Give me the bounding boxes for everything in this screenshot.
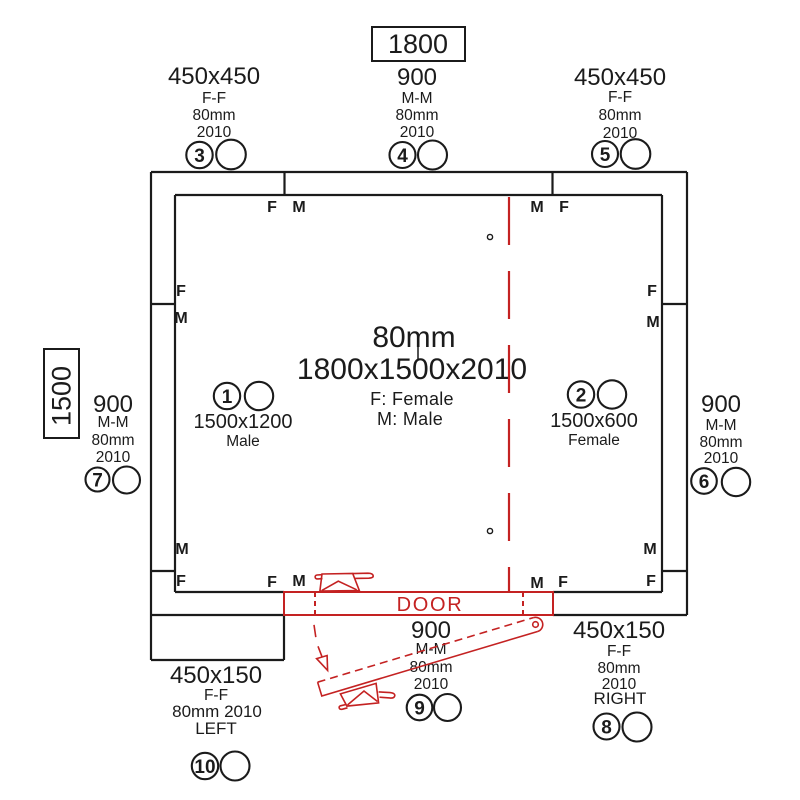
svg-text:M: M	[292, 199, 305, 216]
svg-text:RIGHT: RIGHT	[594, 689, 647, 708]
svg-text:LEFT: LEFT	[195, 719, 237, 738]
svg-text:M: M	[646, 314, 659, 331]
svg-text:2010: 2010	[197, 124, 232, 141]
svg-text:80mm: 80mm	[597, 660, 640, 677]
svg-text:3: 3	[194, 146, 205, 167]
svg-text:6: 6	[699, 472, 710, 493]
svg-text:F: F	[267, 574, 277, 591]
svg-text:2010: 2010	[603, 125, 638, 142]
svg-text:450x150: 450x150	[573, 617, 665, 644]
svg-text:80mm: 80mm	[372, 321, 455, 354]
svg-text:Female: Female	[568, 432, 620, 449]
svg-text:450x150: 450x150	[170, 662, 262, 689]
svg-text:M-M: M-M	[416, 641, 447, 658]
svg-text:F-F: F-F	[607, 643, 631, 660]
svg-text:Male: Male	[226, 433, 260, 450]
svg-text:900: 900	[93, 391, 133, 418]
svg-text:F-F: F-F	[202, 90, 226, 107]
svg-text:1500: 1500	[47, 366, 77, 426]
svg-text:F: F	[267, 199, 277, 216]
svg-text:80mm: 80mm	[91, 432, 134, 449]
svg-text:80mm 2010: 80mm 2010	[172, 702, 262, 721]
svg-text:8: 8	[601, 717, 612, 738]
svg-text:80mm: 80mm	[598, 107, 641, 124]
svg-text:F: F	[176, 573, 186, 590]
svg-text:7: 7	[92, 470, 103, 491]
svg-text:M: Male: M: Male	[377, 409, 443, 429]
svg-text:M: M	[174, 310, 187, 327]
svg-text:2010: 2010	[96, 449, 131, 466]
svg-text:M-M: M-M	[402, 90, 433, 107]
svg-text:M: M	[530, 199, 543, 216]
svg-text:1800: 1800	[388, 29, 448, 59]
svg-text:2010: 2010	[414, 676, 449, 693]
svg-text:DOOR: DOOR	[397, 594, 464, 616]
svg-text:M-M: M-M	[98, 414, 129, 431]
svg-text:M-M: M-M	[706, 417, 737, 434]
svg-text:M: M	[643, 541, 656, 558]
svg-text:10: 10	[194, 757, 215, 778]
svg-text:M: M	[292, 573, 305, 590]
svg-text:2010: 2010	[602, 676, 637, 693]
svg-text:9: 9	[414, 698, 425, 719]
svg-text:450x450: 450x450	[168, 63, 260, 90]
svg-text:M: M	[175, 541, 188, 558]
svg-text:F: F	[559, 199, 569, 216]
svg-text:F: F	[647, 283, 657, 300]
svg-text:5: 5	[600, 145, 611, 166]
svg-text:900: 900	[701, 391, 741, 418]
svg-text:2: 2	[576, 385, 587, 406]
svg-text:1500x1200: 1500x1200	[194, 411, 293, 433]
svg-text:F: F	[176, 283, 186, 300]
svg-text:900: 900	[411, 617, 451, 644]
svg-text:1800x1500x2010: 1800x1500x2010	[297, 353, 527, 386]
svg-text:F: F	[646, 573, 656, 590]
svg-text:F-F: F-F	[204, 687, 228, 704]
svg-text:M: M	[530, 575, 543, 592]
svg-text:900: 900	[397, 64, 437, 91]
svg-text:F: Female: F: Female	[370, 389, 454, 409]
svg-text:1500x600: 1500x600	[550, 410, 638, 432]
svg-text:4: 4	[397, 146, 408, 167]
svg-text:2010: 2010	[400, 124, 435, 141]
svg-text:1: 1	[222, 387, 233, 408]
svg-text:450x450: 450x450	[574, 64, 666, 91]
svg-text:2010: 2010	[704, 450, 739, 467]
svg-text:80mm: 80mm	[409, 659, 452, 676]
svg-text:80mm: 80mm	[395, 107, 438, 124]
svg-text:80mm: 80mm	[699, 434, 742, 451]
svg-text:F: F	[558, 574, 568, 591]
svg-text:F-F: F-F	[608, 89, 632, 106]
svg-text:80mm: 80mm	[192, 107, 235, 124]
